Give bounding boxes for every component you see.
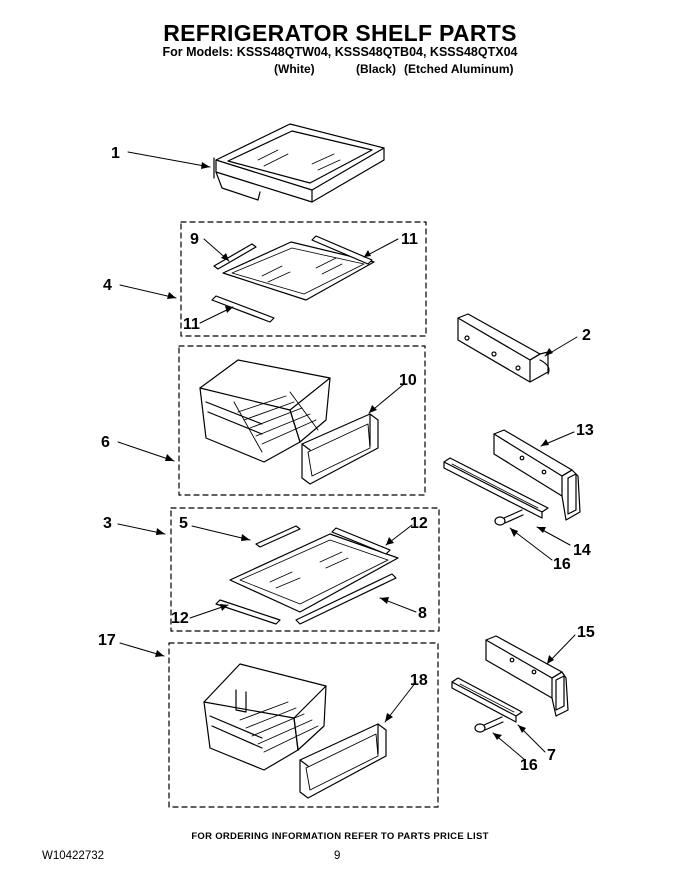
part-13-drawer-support	[493, 429, 581, 521]
part-16-screw-upper	[494, 509, 524, 526]
callout-11-lower: 11	[183, 316, 200, 333]
part-6-crisper-drawer	[199, 359, 331, 463]
callout-17: 17	[98, 632, 116, 649]
callout-numbers: 1 9 11 4 11 2 10 6 13 3 5 12 14 16 12 8 …	[98, 145, 595, 774]
part-11-trim-strip-lower	[211, 295, 275, 323]
part-8-glass-shelf-insert	[229, 533, 399, 625]
callout-16-upper: 16	[553, 556, 571, 573]
color-label-etched-aluminum: (Etched Aluminum)	[404, 62, 514, 76]
part-11-trim-strip-upper	[311, 235, 373, 265]
callout-10: 10	[399, 372, 417, 389]
callout-7: 7	[547, 747, 556, 764]
part-18-drawer-front	[299, 723, 387, 799]
callout-2: 2	[582, 327, 591, 344]
page-number: 9	[334, 850, 341, 862]
callout-18: 18	[410, 672, 428, 689]
part-7-slide-rail	[451, 677, 523, 723]
section-6-box	[178, 345, 426, 496]
callout-8: 8	[418, 605, 427, 622]
part-5-trim-strip	[255, 525, 301, 548]
callout-4: 4	[103, 277, 112, 294]
part-16-screw-lower	[474, 716, 504, 733]
leader-arrowheads	[155, 162, 554, 740]
callout-6: 6	[101, 434, 110, 451]
color-label-white: (White)	[274, 62, 315, 76]
callout-14: 14	[573, 542, 591, 559]
part-4-glass-shelf-insert	[222, 241, 375, 301]
part-12-trim-strip-upper	[331, 527, 391, 555]
callout-11-upper: 11	[401, 231, 418, 248]
part-15-drawer-support	[485, 635, 569, 717]
callout-9: 9	[190, 231, 199, 248]
part-12-trim-strip-lower	[215, 599, 281, 625]
part-14-slide-rail	[443, 457, 549, 519]
part-1-glass-shelf	[213, 123, 385, 203]
part-10-drawer-front	[301, 413, 379, 485]
section-17-box	[168, 642, 439, 808]
part-2-shelf-bracket	[457, 313, 550, 383]
color-label-black: (Black)	[356, 62, 397, 76]
callout-12-upper: 12	[410, 515, 428, 532]
part-17-deli-drawer	[203, 663, 327, 771]
callout-16-lower: 16	[520, 757, 538, 774]
callout-12-lower: 12	[171, 610, 189, 627]
ordering-info-note: FOR ORDERING INFORMATION REFER TO PARTS …	[191, 831, 489, 842]
section-4-box	[180, 221, 427, 337]
document-number: W10422732	[42, 850, 105, 862]
callout-15: 15	[577, 624, 595, 641]
page-title: REFRIGERATOR SHELF PARTS	[163, 20, 517, 46]
callout-3: 3	[103, 515, 112, 532]
callout-13: 13	[576, 422, 594, 439]
callout-1: 1	[111, 145, 120, 162]
models-line: For Models: KSSS48QTW04, KSSS48QTB04, KS…	[162, 45, 518, 59]
part-9-trim-strip	[213, 243, 257, 270]
section-3-box	[170, 507, 440, 632]
callout-5: 5	[179, 515, 188, 532]
